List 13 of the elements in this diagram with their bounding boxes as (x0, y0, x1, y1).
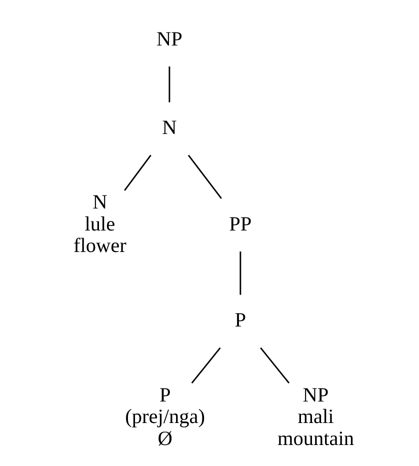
connector (168, 66, 170, 102)
connector (239, 252, 241, 295)
node-text: NP (156, 28, 182, 51)
connector (260, 347, 290, 384)
node-text: N lule flower (72, 192, 126, 258)
node-text: P (prej/nga) Ø (124, 384, 205, 450)
connector (190, 347, 220, 384)
connector (187, 154, 222, 199)
node-text: PP (228, 213, 252, 236)
node-text: NP mali mountain (276, 384, 354, 450)
node-text: P (234, 310, 246, 332)
node-text: N (162, 117, 176, 140)
connector (124, 154, 151, 191)
